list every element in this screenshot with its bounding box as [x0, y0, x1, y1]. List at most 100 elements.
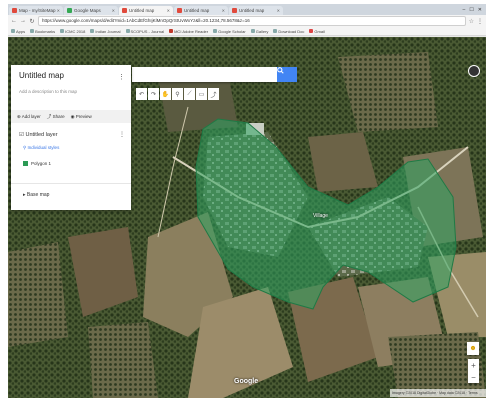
village-label: Village: [313, 213, 328, 219]
hand-icon[interactable]: ✋: [160, 88, 171, 100]
bookmark-item[interactable]: Download Doc: [273, 29, 304, 34]
village-boundary-polygon[interactable]: [195, 118, 457, 310]
tab-favicon: [122, 8, 127, 13]
share-button[interactable]: ⤴ Share: [46, 113, 65, 119]
close-icon[interactable]: ✕: [166, 8, 170, 13]
undo-icon[interactable]: ↶: [136, 88, 147, 100]
zoom-in-icon[interactable]: +: [471, 360, 476, 370]
bookmark-icon: [273, 29, 278, 33]
panel-divider: [11, 183, 131, 184]
tab-1[interactable]: Google Maps✕: [64, 6, 118, 15]
forward-icon[interactable]: →: [20, 18, 26, 24]
bookmarks-bar: Apps Bookmarks ICMC 2018 Indian Journal …: [8, 27, 486, 36]
bookmark-item[interactable]: MCI Adobe Reader: [169, 29, 208, 34]
bookmark-icon: [30, 29, 35, 33]
map-description[interactable]: Add a description to this map: [19, 89, 78, 94]
zoom-out-icon[interactable]: −: [471, 372, 476, 382]
base-map-toggle[interactable]: ▸ Base map: [23, 192, 50, 198]
bookmark-label: Bookmarks: [35, 28, 56, 34]
tab-favicon: [232, 8, 237, 13]
polygon-swatch: [23, 161, 28, 166]
close-icon[interactable]: ✕: [56, 8, 60, 13]
bookmark-label: SCOPUS - Journal: [130, 28, 165, 34]
bookmark-item[interactable]: Google Scholar: [213, 29, 246, 34]
window-controls: – ☐ ✕: [459, 4, 486, 15]
share-label: Share: [52, 113, 65, 119]
close-icon[interactable]: ✕: [111, 8, 115, 13]
map-attribution: Imagery ©2018 DigitalGlobe · Map data ©2…: [390, 389, 486, 397]
map-title[interactable]: Untitled map: [19, 71, 64, 80]
pegman-icon[interactable]: ☻: [467, 342, 479, 355]
ruler-icon[interactable]: ▭: [196, 88, 207, 100]
tab-label: Untitled map: [184, 8, 210, 13]
base-map-label: Base map: [26, 192, 50, 198]
map-canvas[interactable]: ↶ ↷ ✋ ⚲ ⟋ ▭ ⤴ Untitled map ⋮ Add a descr…: [8, 37, 486, 398]
layer-title-label: Untitled layer: [25, 132, 58, 138]
bookmark-icon: [60, 29, 65, 33]
bookmark-icon: [125, 29, 130, 33]
preview-button[interactable]: ◉ Preview: [70, 113, 92, 119]
tab-3[interactable]: Untitled map ✕: [174, 6, 228, 15]
menu-icon[interactable]: ⋮: [477, 18, 483, 25]
search-button[interactable]: [277, 67, 297, 82]
directions-icon[interactable]: ⤴: [208, 88, 219, 100]
zoom-controls: + −: [468, 359, 479, 383]
close-icon[interactable]: ✕: [276, 8, 280, 13]
bookmark-label: Download Doc: [278, 28, 305, 34]
tab-label: Untitled map: [129, 8, 155, 13]
bookmark-label: MCI Adobe Reader: [174, 28, 209, 34]
address-bar[interactable]: https://www.google.com/maps/d/edit?mid=1…: [38, 16, 466, 26]
bookmark-item[interactable]: Bookmarks: [30, 29, 55, 34]
minimize-icon[interactable]: –: [462, 6, 466, 13]
drawing-toolbar: ↶ ↷ ✋ ⚲ ⟋ ▭ ⤴: [136, 88, 219, 100]
close-window-icon[interactable]: ✕: [477, 6, 482, 13]
more-vert-icon[interactable]: ⋮: [118, 74, 125, 81]
tab-label: Untitled map: [239, 8, 265, 13]
feature-label: Polygon 1: [31, 161, 52, 166]
add-layer-button[interactable]: ⊕ Add layer: [17, 113, 41, 119]
bookmark-label: Google Scholar: [218, 28, 246, 34]
search-icon: [277, 67, 284, 74]
bookmark-label: Apps: [16, 28, 26, 34]
tab-4[interactable]: Untitled map ✕: [229, 6, 283, 15]
satellite-imagery: [8, 37, 486, 398]
preview-label: Preview: [75, 113, 92, 119]
layer-feature-item[interactable]: Polygon 1: [23, 161, 51, 166]
layer-style-label: Individual styles: [27, 145, 60, 150]
gmail-icon: [309, 29, 314, 33]
tab-favicon: [67, 8, 72, 13]
avatar[interactable]: [468, 65, 480, 77]
bookmark-item[interactable]: Gmail: [309, 28, 325, 34]
bookmark-item[interactable]: Gallery: [250, 28, 269, 34]
back-icon[interactable]: ←: [11, 18, 17, 24]
layer-options-icon[interactable]: ⋮: [119, 132, 125, 138]
layer-title[interactable]: ☑ Untitled layer: [19, 132, 58, 138]
bookmark-label: ICMC 2018: [65, 28, 86, 34]
tab-favicon: [177, 8, 182, 13]
reload-icon[interactable]: ↻: [29, 18, 35, 25]
bookmark-item[interactable]: Indian Journal: [90, 28, 121, 34]
bookmark-item[interactable]: ICMC 2018: [60, 29, 85, 34]
bookmark-label: Indian Journal: [95, 28, 121, 34]
bookmark-icon: [90, 29, 95, 33]
bookmark-item[interactable]: SCOPUS - Journal: [125, 28, 165, 34]
bookmark-icon: [250, 29, 255, 33]
search-input[interactable]: [132, 67, 277, 82]
bookmark-label: Gmail: [314, 28, 325, 34]
panel-actions: ⊕ Add layer ⤴ Share ◉ Preview: [11, 110, 131, 123]
bookmark-item[interactable]: Apps: [11, 29, 25, 34]
tab-2[interactable]: Untitled map ✕: [119, 6, 173, 15]
bookmark-label: Gallery: [255, 28, 269, 34]
address-row: ← → ↻ https://www.google.com/maps/d/edit…: [8, 15, 486, 27]
close-icon[interactable]: ✕: [221, 8, 225, 13]
tab-label: Map - my/SiteMap: [19, 8, 56, 13]
marker-icon[interactable]: ⚲: [172, 88, 183, 100]
add-layer-label: Add layer: [21, 113, 41, 119]
star-icon[interactable]: ☆: [468, 18, 474, 25]
line-icon[interactable]: ⟋: [184, 88, 195, 100]
layer-style-link[interactable]: ⚲ Individual styles: [23, 145, 60, 150]
redo-icon[interactable]: ↷: [148, 88, 159, 100]
tab-0[interactable]: Map - my/SiteMap✕: [9, 6, 63, 15]
bookmark-icon: [213, 29, 218, 33]
maximize-icon[interactable]: ☐: [469, 6, 474, 13]
